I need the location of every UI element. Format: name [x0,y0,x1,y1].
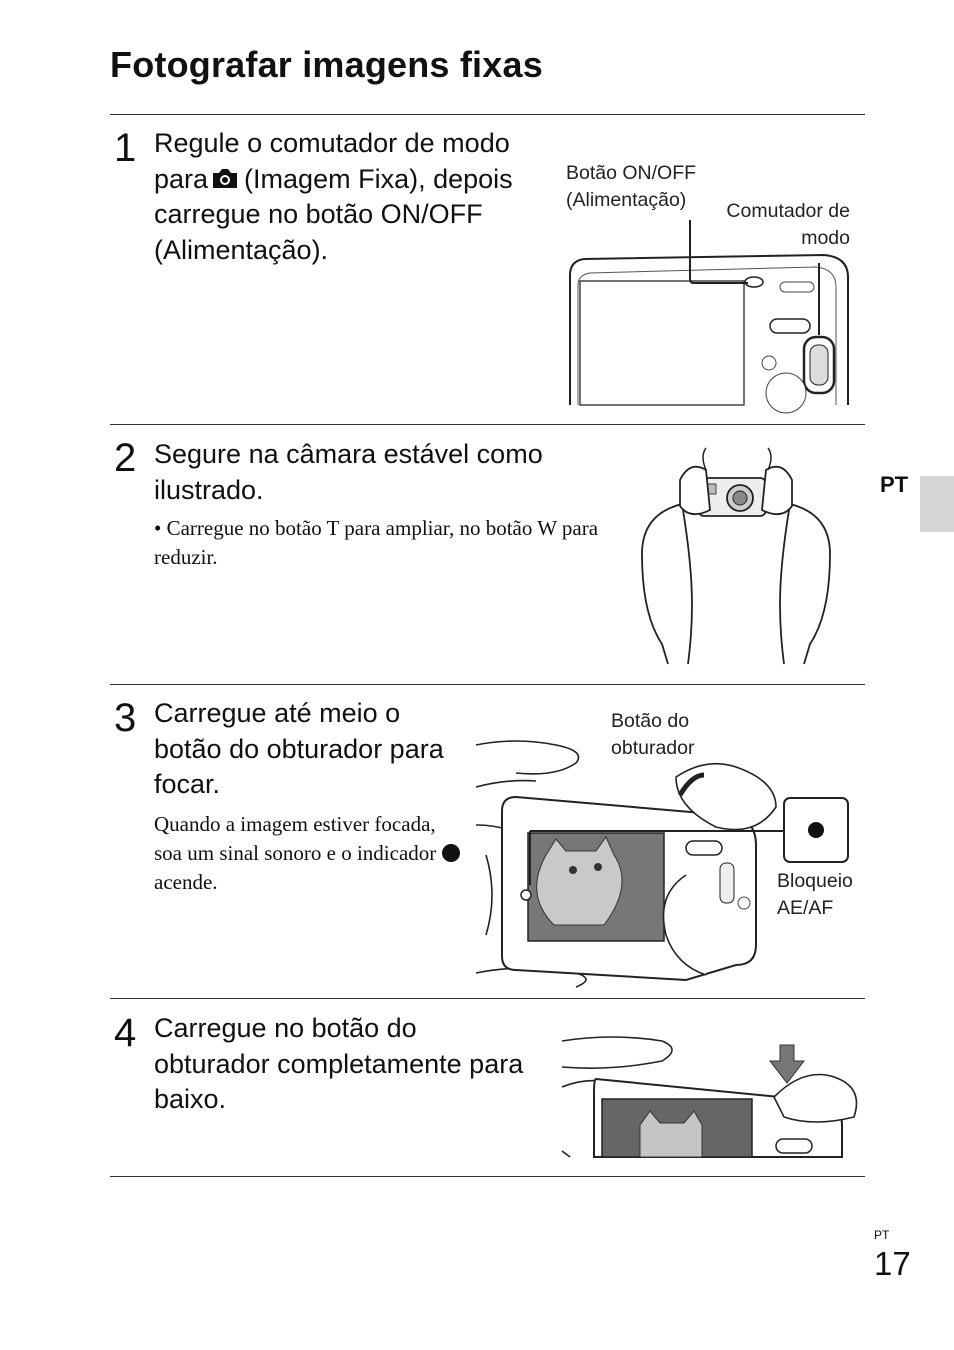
step-1-number: 1 [114,126,137,170]
step-3-number: 3 [114,696,137,740]
page-number: 17 [874,1245,911,1282]
full-press-illustration [561,1036,858,1158]
step-3-note: Quando a imagem estiver focada, soa um s… [154,810,464,897]
caption-mode-switch: Comutador de modo [726,200,850,249]
language-tab [920,476,954,532]
half-press-illustration [475,740,849,988]
footer-language: PT [874,1228,890,1242]
camera-icon [213,169,238,189]
caption-ae-af-lock: Bloqueio AE/AF [777,870,853,919]
step-3-text: Carregue até meio o botão do obturador p… [154,698,444,799]
language-tab-label: PT [880,472,909,497]
step-2-note: • Carregue no botão T para ampliar, no b… [154,516,599,569]
hands-holding-camera-illustration [641,447,831,665]
divider [110,424,865,425]
step-4-number: 4 [114,1011,137,1055]
focus-indicator-icon [441,844,460,862]
camera-top-illustration [569,220,849,414]
page-title: Fotografar imagens fixas [110,44,543,85]
step-1-text: Regule o comutador de modo para(Imagem F… [154,128,513,265]
caption-on-off-button: Botão ON/OFF (Alimentação) [566,162,697,211]
divider [110,998,865,999]
divider [110,1176,865,1177]
divider [110,114,865,115]
caption-shutter-button: Botão do obturador [611,710,695,759]
divider [110,684,865,685]
step-2-text: Segure na câmara estável como ilustrado. [154,439,543,505]
step-2-number: 2 [114,436,137,480]
step-4-text: Carregue no botão do obturador completam… [154,1013,524,1114]
